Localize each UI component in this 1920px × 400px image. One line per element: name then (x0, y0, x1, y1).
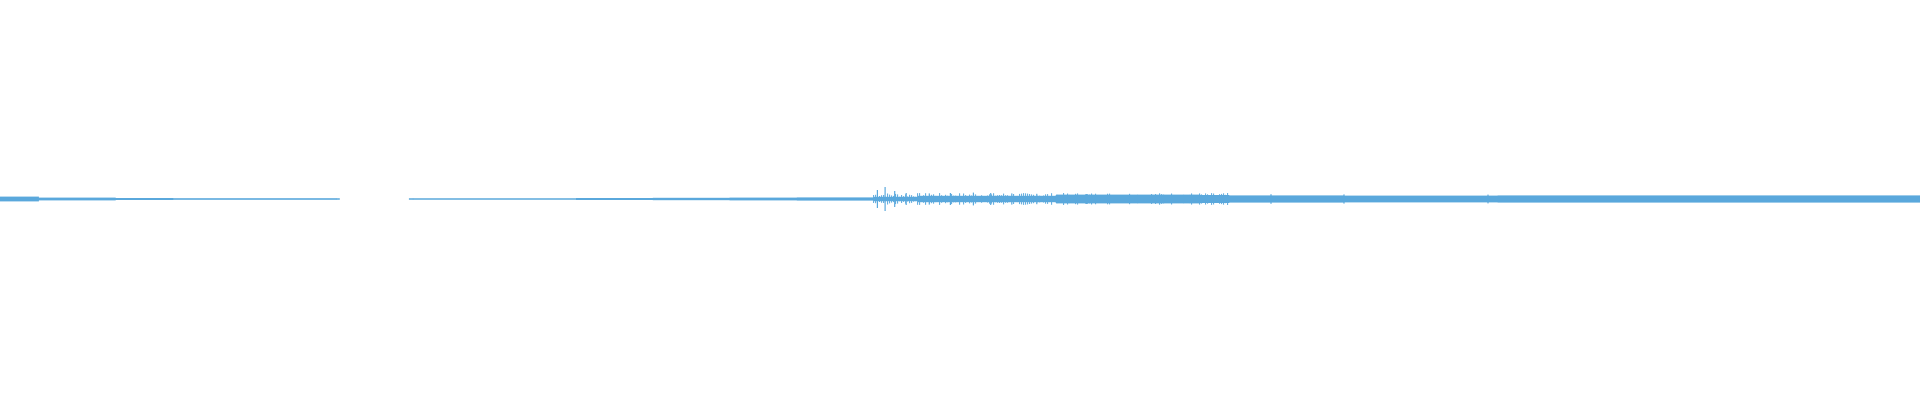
waveform-peaks (876, 187, 1489, 211)
waveform-segment (652, 197, 731, 201)
waveform-segment (1497, 195, 1920, 203)
waveform-segment (1056, 194, 1201, 204)
waveform-segment (729, 197, 798, 201)
waveform-segment (38, 197, 116, 201)
waveform-segment (1200, 195, 1230, 203)
waveform-segment (1228, 195, 1345, 203)
waveform-segment (1344, 195, 1499, 203)
waveform-segment (172, 198, 337, 200)
waveform-silence (339, 193, 409, 205)
waveform-segment (115, 198, 174, 200)
waveform-segment (796, 197, 875, 201)
waveform-silence-gaps (339, 193, 409, 205)
waveform-segment (576, 198, 654, 200)
waveform-segment (412, 198, 577, 200)
waveform-segment (0, 196, 39, 202)
